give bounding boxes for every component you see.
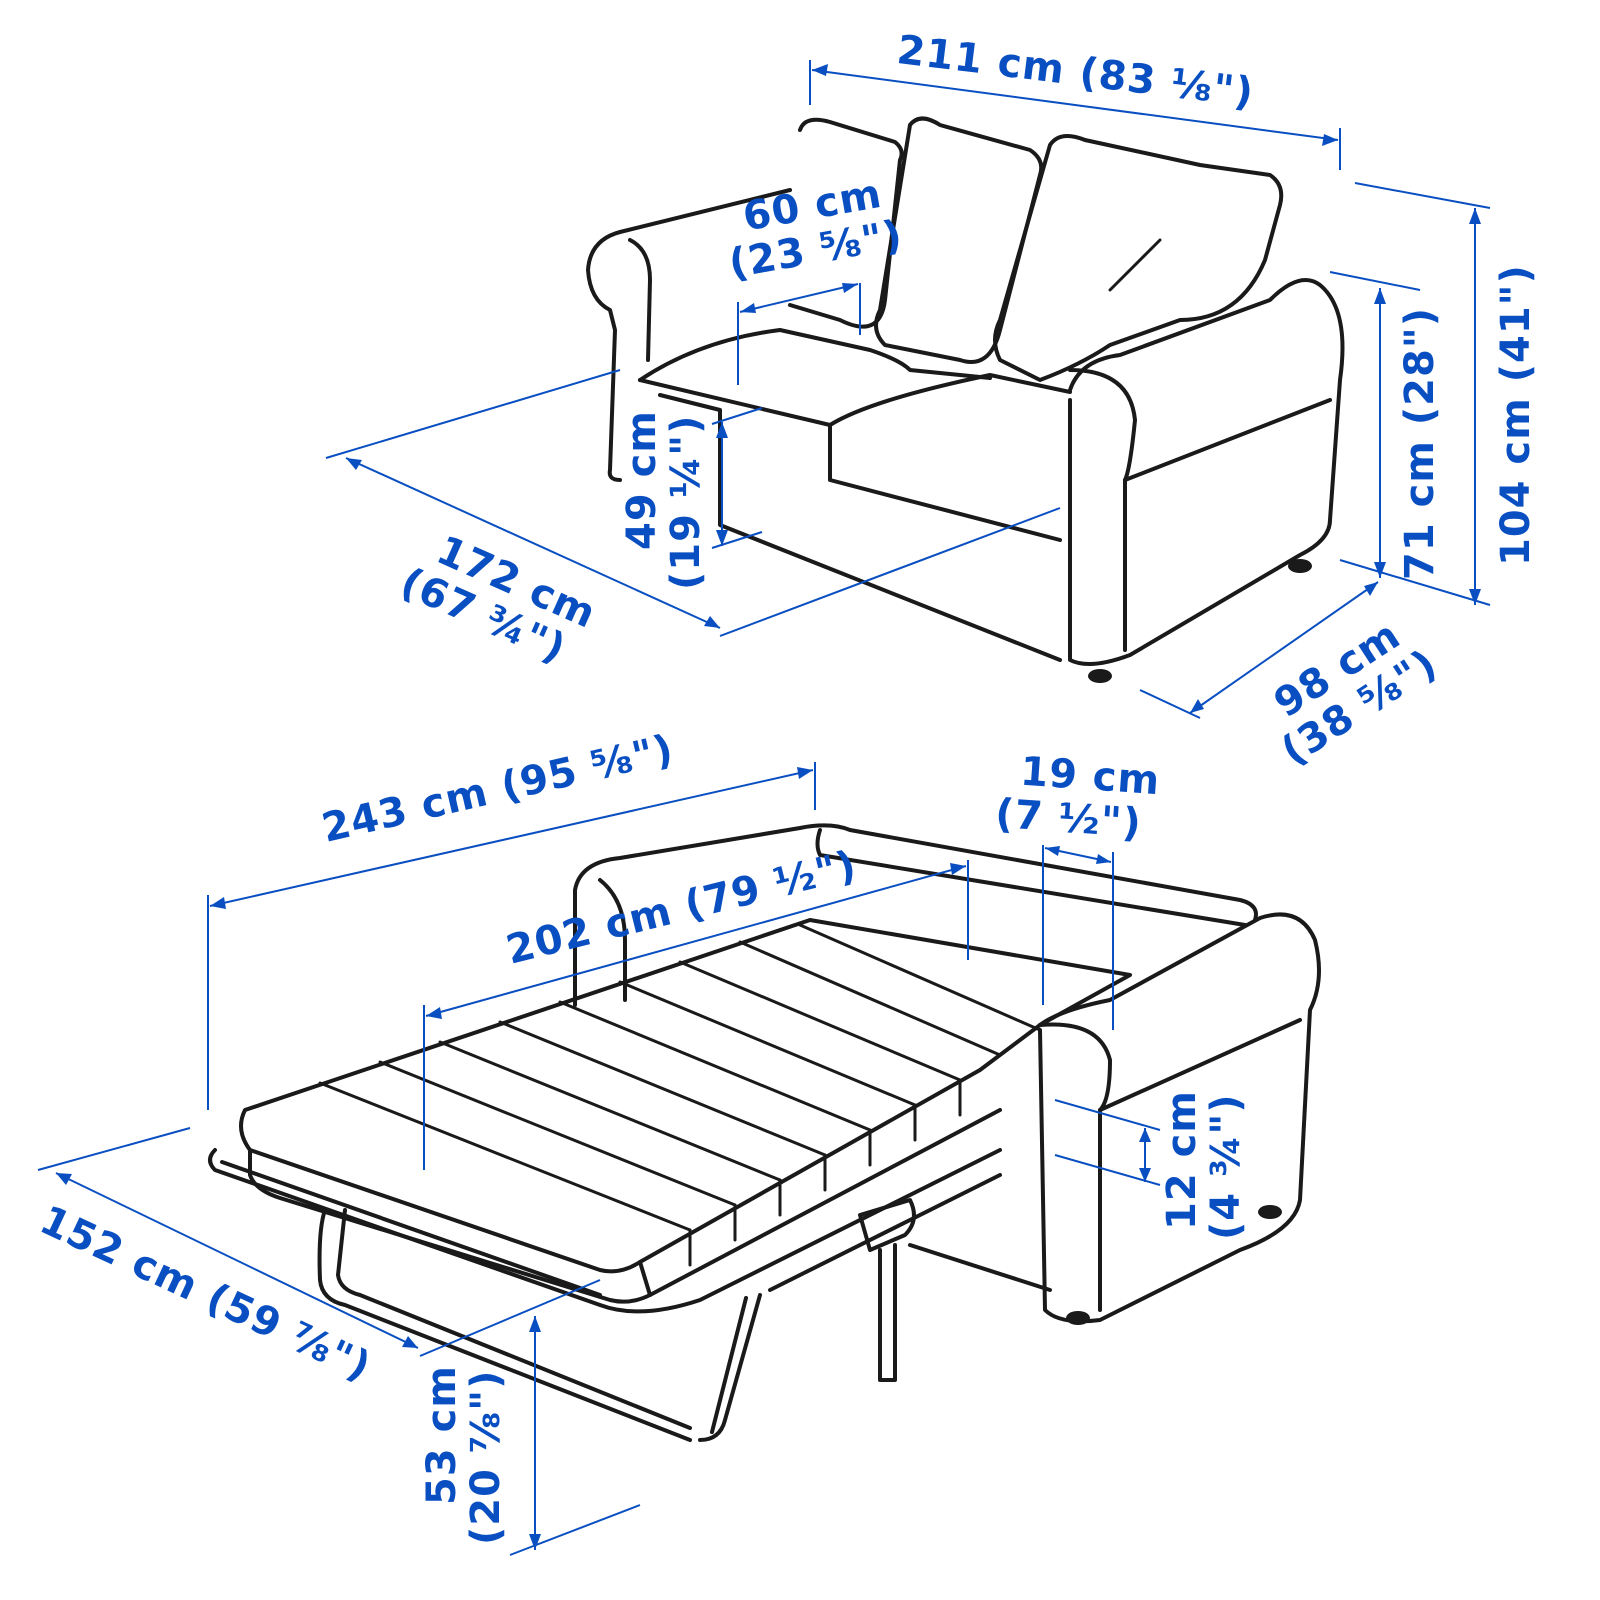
bed-height-label: 53 cm (20 ⅞"): [419, 1365, 509, 1545]
bed-outline: [208, 823, 1321, 1442]
sofa-outline: [586, 116, 1345, 683]
sofa-armrest-height-label: 71 cm (28"): [1397, 307, 1443, 580]
bed-mattress-thickness-label: 12 cm (4 ¾"): [1159, 1090, 1249, 1240]
sofa-total-height-label: 104 cm (41"): [1493, 264, 1539, 566]
sofa-dimension-lines: [325, 60, 1491, 719]
bed-dimension-lines: [37, 762, 1161, 1556]
bed-backrest-offset-label: 19 cm (7 ½"): [993, 748, 1162, 848]
sofa-seat-height-label: 49 cm (19 ¼"): [619, 410, 709, 590]
